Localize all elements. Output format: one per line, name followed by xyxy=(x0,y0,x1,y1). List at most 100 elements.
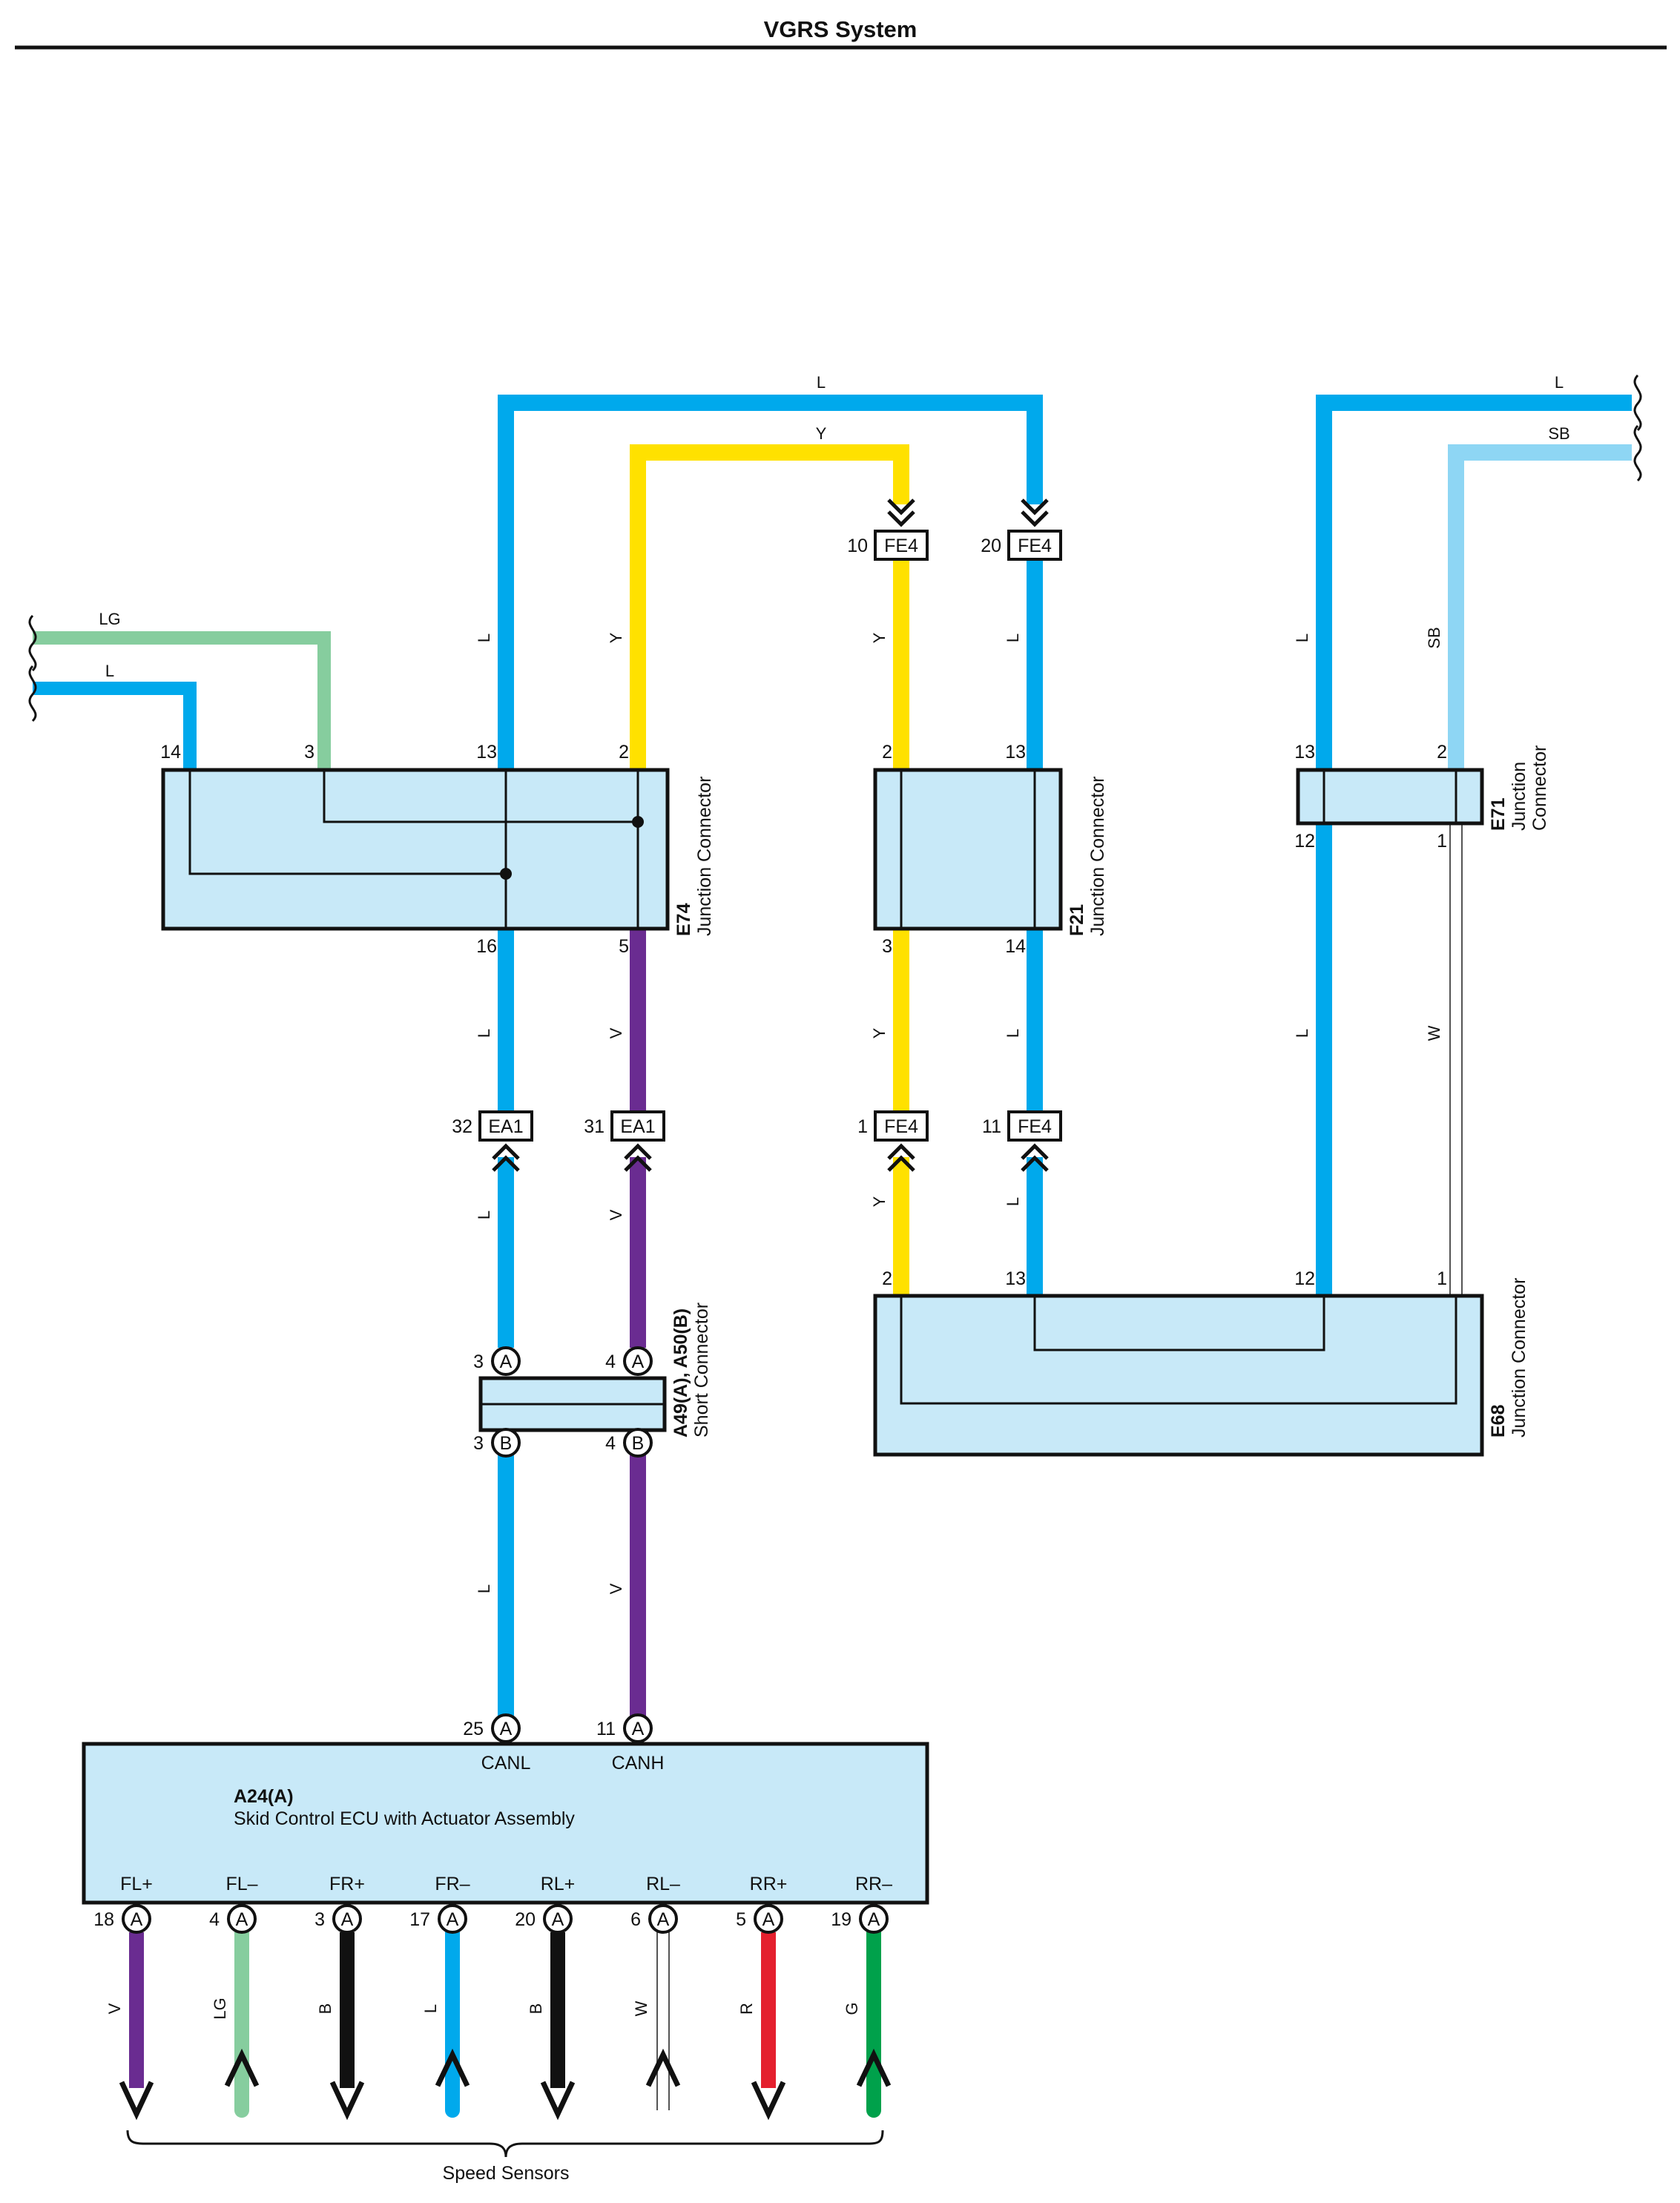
label-right-sb: SB xyxy=(1548,424,1569,443)
ecu-pin-11-letter: A xyxy=(632,1719,645,1739)
ecu-pin-4-label: FL– xyxy=(225,1874,257,1894)
chevron-up-icon xyxy=(492,1143,520,1172)
skid-control-ecu: A24(A) Skid Control ECU with Actuator As… xyxy=(82,1742,929,1905)
arrow-down-icon xyxy=(540,2081,576,2121)
a49-pin-4-a-num: 4 xyxy=(605,1351,616,1372)
ecu-pin-18-letter: A xyxy=(131,1909,143,1930)
e74-pin-13: 13 xyxy=(476,742,497,763)
ecu-pin-19-circle xyxy=(859,1904,889,1934)
e68-pin-2: 2 xyxy=(882,1268,892,1289)
ecu-pin-18-circle xyxy=(122,1904,151,1934)
e74-pin-16: 16 xyxy=(476,936,497,957)
ecu-pin-19-num: 19 xyxy=(831,1909,851,1930)
ecu-pin-20-letter: A xyxy=(552,1909,564,1930)
ecu-pin-18-num: 18 xyxy=(93,1909,114,1930)
ecu-canh-label: CANH xyxy=(612,1753,665,1774)
f21-pin-14: 14 xyxy=(1005,936,1026,957)
ecu-pin-18-wire-label: V xyxy=(105,2003,124,2014)
ea1-31-box xyxy=(610,1110,665,1142)
e71-pin-13: 13 xyxy=(1294,742,1315,763)
ecu-pin-17-circle xyxy=(438,1904,467,1934)
ecu-pin-25: A 25 xyxy=(463,1713,521,1743)
e71-code: E71 xyxy=(1488,797,1509,831)
a49-pin-4-a-letter: A xyxy=(632,1351,645,1372)
e74-desc: Junction Connector xyxy=(694,777,715,936)
a49-desc: Short Connector xyxy=(691,1303,712,1438)
e68-code: E68 xyxy=(1488,1404,1509,1438)
ecu-pin-6-label: RL– xyxy=(646,1874,680,1894)
arrow-up-icon xyxy=(856,2048,892,2087)
f21-junction-connector xyxy=(873,768,1063,931)
a49-a50-short-connector xyxy=(478,1376,667,1432)
ecu-canl-label: CANL xyxy=(481,1753,531,1774)
e74-code: E74 xyxy=(673,903,694,936)
ecu-pin-19-wire-label: G xyxy=(843,2002,861,2015)
e71-desc-line1: Junction xyxy=(1509,762,1529,831)
ea1-31-pin: 31 xyxy=(584,1116,605,1137)
wire-top-y xyxy=(630,444,909,770)
label-f21-13-up: L xyxy=(1004,633,1022,642)
e68-pin-1: 1 xyxy=(1437,1268,1447,1289)
a49-pin-4-b-num: 4 xyxy=(605,1433,616,1454)
label-ea1-32-dn: L xyxy=(475,1211,493,1219)
ecu-pin-4-letter: A xyxy=(236,1909,248,1930)
label-left-l: L xyxy=(105,662,114,680)
ecu-pin-6-circle xyxy=(648,1904,678,1934)
label-top-l: L xyxy=(817,373,826,392)
a49-pin-3-a-num: 3 xyxy=(473,1351,484,1372)
a49-pin-4-b-letter: B xyxy=(632,1433,645,1454)
fe4-20-name: FE4 xyxy=(1018,536,1052,556)
e74-junction-connector xyxy=(161,768,670,931)
e68-pin-12: 12 xyxy=(1294,1268,1315,1289)
a49-pin-3-b-num: 3 xyxy=(473,1433,484,1454)
break-left-lower xyxy=(28,665,37,722)
f21-code: F21 xyxy=(1067,904,1087,936)
ecu-pin-5-wire-label: R xyxy=(737,2003,756,2015)
wire-left-l xyxy=(33,682,197,770)
label-f21-14-dn: L xyxy=(1004,1029,1022,1038)
label-e74-16-dn: L xyxy=(475,1029,493,1038)
label-fe4-11-dn: L xyxy=(1004,1197,1022,1206)
ecu-pin-11-num: 11 xyxy=(596,1719,616,1739)
wire-right-sb xyxy=(1448,444,1632,770)
ecu-pin-6-wire-label: W xyxy=(632,2001,650,2016)
label-top-y: Y xyxy=(816,424,827,443)
e74-pin-14: 14 xyxy=(160,742,181,763)
ecu-pin-19-letter: A xyxy=(868,1909,880,1930)
e71-pin-2: 2 xyxy=(1437,742,1447,763)
label-f21-2-up: Y xyxy=(870,632,889,643)
arrow-down-icon xyxy=(751,2081,786,2121)
label-e71-13-up: L xyxy=(1293,633,1311,642)
fe4-20-box xyxy=(1007,530,1062,561)
chevron-down-icon xyxy=(887,498,915,527)
speed-sensors-brace: Speed Sensors xyxy=(126,2130,884,2184)
label-e74-2-up: Y xyxy=(607,632,625,643)
a49-code: A49(A), A50(B) xyxy=(671,1308,691,1438)
e71-junction-connector xyxy=(1296,768,1484,826)
e74-pin-2: 2 xyxy=(619,742,629,763)
ecu-pin-3-circle xyxy=(332,1904,362,1934)
e71-desc-line2: Connector xyxy=(1529,745,1550,831)
ecu-pin-6-letter: A xyxy=(657,1909,670,1930)
ecu-bottom-pins: FL+VA18FL–LGA4FR+BA3FR–LA17RL+BA20RL–WA6… xyxy=(93,1874,892,2121)
chevron-up-icon xyxy=(887,1143,915,1172)
fe4-11-box xyxy=(1007,1110,1062,1142)
a49-pin-4-a: A 4 xyxy=(605,1346,653,1376)
ecu-code: A24(A) xyxy=(234,1786,294,1807)
ecu-pin-3-num: 3 xyxy=(314,1909,325,1930)
ea1-32-name: EA1 xyxy=(488,1116,523,1137)
wire-top-l xyxy=(498,395,1043,770)
arrow-up-icon xyxy=(224,2048,260,2087)
label-a49-4-dn: V xyxy=(607,1583,625,1594)
f21-pin-3: 3 xyxy=(882,936,892,957)
ecu-pin-6-num: 6 xyxy=(630,1909,641,1930)
a49-pin-3-a-letter: A xyxy=(500,1351,513,1372)
arrow-up-icon xyxy=(645,2048,681,2087)
a49-pin-4-b: B 4 xyxy=(605,1428,653,1458)
fe4-20-pin: 20 xyxy=(981,536,1001,556)
f21-pin-13: 13 xyxy=(1005,742,1026,763)
wire-e71-1-w xyxy=(1449,823,1463,1296)
wire-right-l xyxy=(1316,395,1632,770)
label-e74-13-up: L xyxy=(475,633,493,642)
ecu-pin-5-letter: A xyxy=(762,1909,775,1930)
